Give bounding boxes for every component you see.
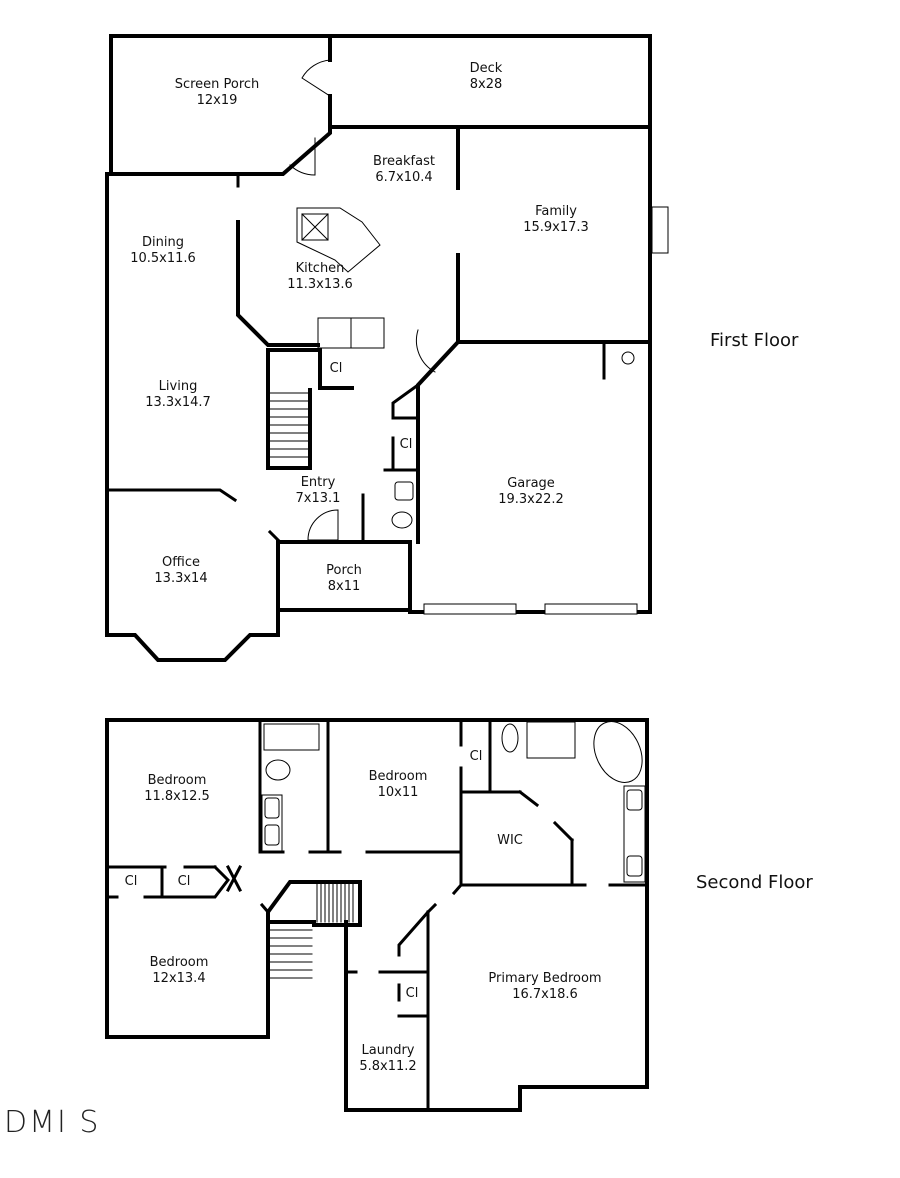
room-size: 5.8x11.2: [359, 1059, 417, 1074]
room-name: Screen Porch: [174, 77, 260, 92]
room-size: 19.3x22.2: [498, 492, 564, 507]
room-name: Cl: [124, 874, 138, 889]
room-closet: Cl: [470, 749, 483, 765]
room-size: 8x28: [469, 77, 503, 92]
first-floor-walls: [105, 34, 652, 662]
room-name: Bedroom: [149, 955, 209, 970]
room-name: Breakfast: [373, 154, 435, 169]
room-name: Cl: [469, 749, 483, 764]
room-name: Deck: [469, 61, 503, 76]
room-size: 11.3x13.6: [287, 277, 353, 292]
second-floor-stairs: [261, 721, 646, 979]
room-size: 13.3x14: [154, 571, 208, 586]
room-wic: WIC: [497, 833, 523, 849]
room-size: 8x11: [327, 579, 361, 594]
room-name: Living: [158, 379, 198, 394]
room-name: Family: [535, 204, 577, 219]
room-closet: Cl: [406, 986, 419, 1002]
room-size: 10x11: [377, 785, 419, 800]
floor-label-first: First Floor: [710, 330, 799, 351]
floor-label-second: Second Floor: [696, 872, 813, 893]
first-floor-stairs: [269, 392, 309, 458]
room-name: Porch: [326, 563, 362, 578]
room-size: 12x13.4: [152, 971, 206, 986]
room-name: Dining: [142, 235, 184, 250]
room-closet: Cl: [400, 437, 413, 453]
room-name: Kitchen: [295, 261, 345, 276]
room-name: Primary Bedroom: [488, 971, 602, 986]
room-closet: Cl: [125, 874, 138, 890]
room-closet: Cl: [178, 874, 191, 890]
room-size: 10.5x11.6: [130, 251, 196, 266]
room-closet: Cl: [330, 361, 343, 377]
room-name: Cl: [405, 986, 419, 1001]
room-name: Cl: [399, 437, 413, 452]
room-name: Entry: [300, 475, 336, 490]
room-size: 13.3x14.7: [145, 395, 211, 410]
kitchen-island: [296, 207, 381, 273]
watermark: DMI S: [4, 1105, 101, 1140]
room-size: 15.9x17.3: [523, 220, 589, 235]
room-size: 11.8x12.5: [144, 789, 210, 804]
room-size: 16.7x18.6: [512, 987, 578, 1002]
second-floor-walls: [105, 718, 649, 1112]
room-size: 7x13.1: [295, 491, 341, 506]
room-name: Garage: [507, 476, 555, 491]
room-name: Laundry: [361, 1043, 415, 1058]
room-name: Office: [162, 555, 200, 570]
room-name: Cl: [177, 874, 191, 889]
room-name: Bedroom: [368, 769, 428, 784]
room-size: 6.7x10.4: [375, 170, 433, 185]
room-size: 12x19: [196, 93, 238, 108]
room-name: WIC: [497, 833, 523, 848]
room-name: Bedroom: [147, 773, 207, 788]
room-name: Cl: [329, 361, 343, 376]
